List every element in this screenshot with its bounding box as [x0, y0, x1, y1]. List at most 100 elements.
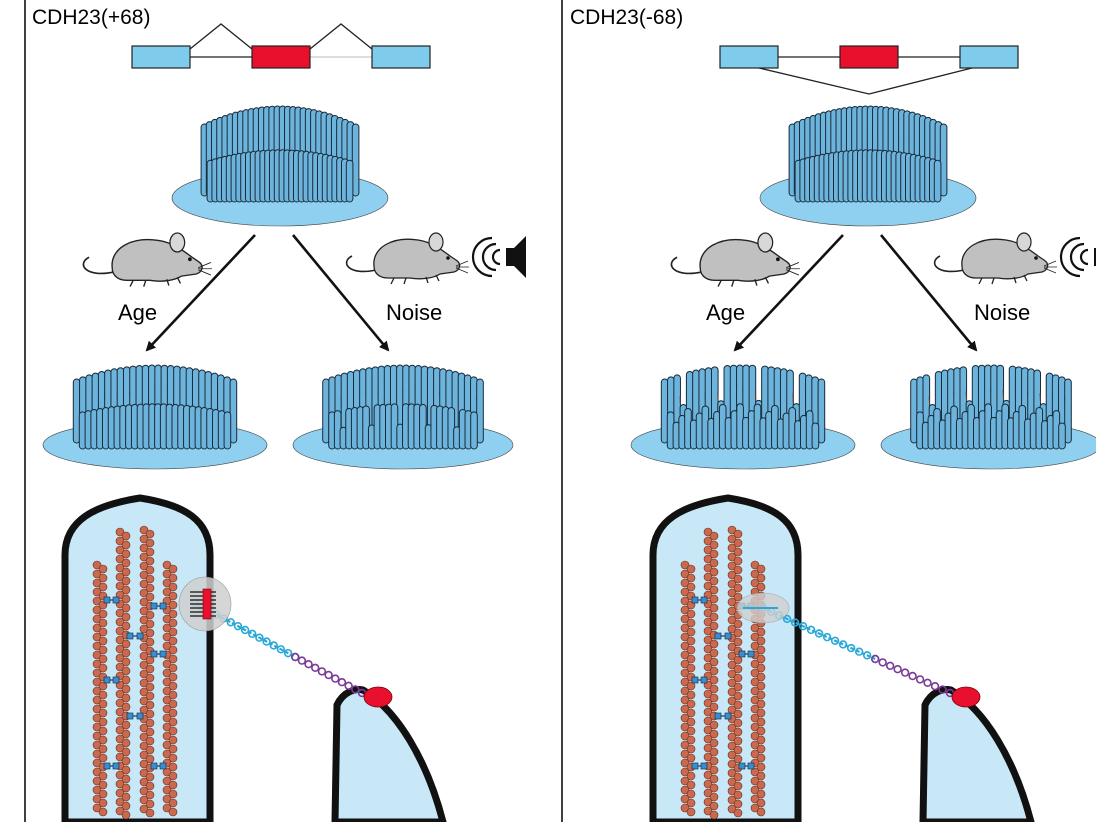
actin-bead	[168, 699, 178, 709]
mouse-eye	[1034, 256, 1038, 260]
exon-68	[251, 45, 311, 69]
aging-mouse-icon	[670, 232, 800, 287]
actin-bead	[750, 668, 760, 678]
actin-bead	[98, 636, 108, 646]
actin-bead	[115, 653, 125, 663]
actin-bead	[703, 635, 713, 645]
pcdh15-bead	[337, 677, 347, 687]
age-arrow	[733, 234, 844, 352]
actin-bead	[709, 621, 719, 631]
actin-bead	[145, 745, 155, 755]
actin-bead	[168, 627, 178, 637]
hair-bundle-noise-exposed	[292, 364, 514, 470]
actin-bead	[162, 569, 172, 579]
actin-bead	[680, 668, 690, 678]
actin-bead	[98, 645, 108, 655]
actin-bead	[750, 686, 760, 696]
actin-bead	[686, 663, 696, 673]
mouse-feet	[978, 274, 1028, 285]
actin-bead	[709, 585, 719, 595]
actin-bead	[145, 583, 155, 593]
speaker-icon	[471, 236, 526, 278]
mouse-ear	[169, 232, 186, 253]
actin-bead	[92, 704, 102, 714]
crosslinker-node	[691, 762, 699, 770]
actin-bead	[680, 578, 690, 588]
actin-bead	[168, 618, 178, 628]
actin-bead	[709, 531, 719, 541]
actin-bead	[703, 734, 713, 744]
actin-bead	[162, 668, 172, 678]
actin-bead	[139, 786, 149, 796]
actin-bead	[680, 605, 690, 615]
actin-bead	[115, 554, 125, 564]
actin-bead	[121, 747, 131, 757]
actin-bead	[121, 774, 131, 784]
actin-filament	[115, 527, 131, 820]
actin-bead	[709, 540, 719, 550]
actin-bead	[686, 654, 696, 664]
splice-junction	[189, 23, 253, 50]
actin-bead	[703, 581, 713, 591]
actin-bead	[750, 704, 760, 714]
actin-bead	[750, 560, 760, 570]
actin-bead	[162, 785, 172, 795]
actin-bead	[709, 657, 719, 667]
cdh23-bead	[846, 643, 856, 653]
sound-wave	[491, 248, 501, 266]
cdh23-bead	[838, 640, 848, 649]
pcdh15-bead	[900, 668, 910, 677]
actin-bead	[727, 678, 737, 688]
actin-bead	[703, 545, 713, 555]
actin-bead	[727, 804, 737, 814]
actin-bead	[162, 713, 172, 723]
actin-bead	[756, 771, 766, 781]
actin-bead	[145, 718, 155, 728]
actin-bead	[686, 618, 696, 628]
crosslinker-node	[691, 596, 699, 604]
actin-bead	[168, 636, 178, 646]
actin-bead	[145, 565, 155, 575]
actin-bead	[727, 570, 737, 580]
actin-bead	[92, 569, 102, 579]
actin-bead	[703, 536, 713, 546]
actin-bead	[145, 529, 155, 539]
actin-bead	[709, 567, 719, 577]
pcdh15-bead	[930, 681, 940, 691]
actin-bead	[139, 534, 149, 544]
actin-bead	[727, 777, 737, 787]
actin-bead	[750, 623, 760, 633]
actin-bead	[139, 561, 149, 571]
actin-bead	[756, 753, 766, 763]
actin-bead	[145, 664, 155, 674]
mouse-eye	[776, 257, 780, 262]
mouse-eye	[446, 256, 450, 260]
actin-bead	[145, 700, 155, 710]
actin-bead	[680, 803, 690, 813]
actin-bead	[733, 799, 743, 809]
actin-bead	[145, 682, 155, 692]
actin-bead	[709, 783, 719, 793]
actin-bead	[98, 807, 108, 817]
actin-bead	[680, 740, 690, 750]
actin-bead	[756, 717, 766, 727]
cdh23-bead	[276, 645, 286, 654]
actin-bead	[727, 723, 737, 733]
actin-bead	[750, 740, 760, 750]
actin-bead	[733, 628, 743, 638]
actin-bead	[733, 808, 743, 818]
panel-title-right: CDH23(-68)	[570, 6, 684, 29]
lower-insertion-density	[951, 686, 981, 708]
actin-bead	[756, 573, 766, 583]
actin-bead	[709, 702, 719, 712]
actin-bead	[121, 738, 131, 748]
actin-bead	[139, 525, 149, 535]
actin-bead	[733, 574, 743, 584]
actin-bead	[139, 795, 149, 805]
actin-filament	[703, 527, 719, 820]
actin-bead	[115, 707, 125, 717]
actin-bead	[727, 732, 737, 742]
gene-structure	[719, 45, 1019, 95]
actin-bead	[727, 660, 737, 670]
